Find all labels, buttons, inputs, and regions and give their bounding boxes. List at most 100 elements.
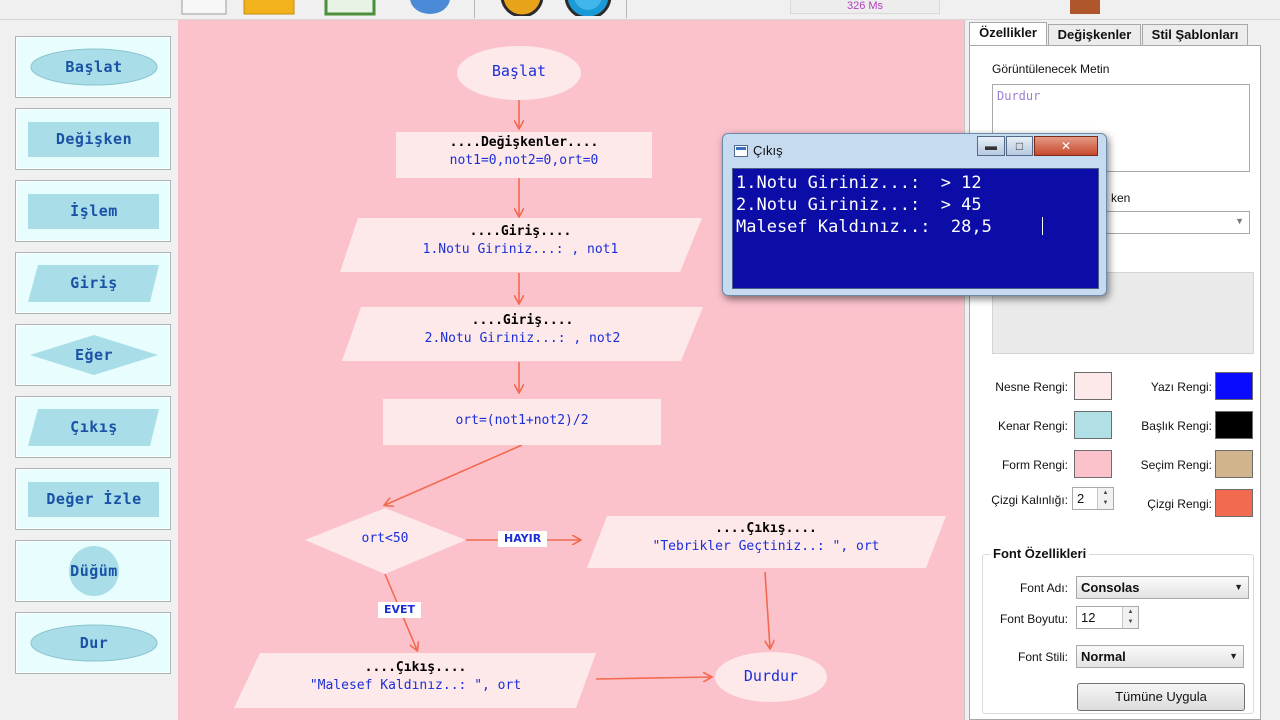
chevron-down-icon: ▼ [1235, 216, 1244, 226]
output-console-window[interactable]: Çıkış ▬ □ ✕ 1.Notu Giriniz...: > 12 2.No… [722, 133, 1107, 296]
tab-variables[interactable]: Değişkenler [1048, 24, 1141, 45]
window-icon [734, 145, 748, 157]
selection-color-swatch[interactable] [1215, 450, 1253, 478]
font-properties-group [982, 554, 1254, 714]
no-branch-label: HAYIR [498, 531, 548, 547]
console-line: Malesef Kaldınız..: 28,5 [736, 217, 992, 237]
output-pass-node-shape [587, 516, 946, 568]
border-color-swatch[interactable] [1074, 411, 1112, 439]
flowchart-canvas[interactable]: Başlat ....Değişkenler.... not1=0,not2=0… [178, 20, 964, 720]
variables-node-text: not1=0,not2=0,ort=0 [449, 153, 599, 168]
decision-node-shape [305, 508, 466, 574]
palette-end-button[interactable]: Dur [15, 612, 171, 674]
yes-branch-label: EVET [378, 602, 422, 618]
console-line: 1.Notu Giriniz...: > 12 [736, 173, 982, 193]
process-node-text: ort=(not1+not2)/2 [455, 413, 589, 428]
title-color-swatch[interactable] [1215, 411, 1253, 439]
close-button[interactable]: ✕ [1034, 136, 1098, 156]
arrow-process-to-decision [385, 444, 523, 505]
start-node-text: Başlat [491, 62, 547, 80]
font-style-label: Font Stili: [1017, 650, 1068, 664]
new-file-icon[interactable] [180, 0, 228, 21]
output-fail-node-shape [234, 653, 596, 708]
form-color-label: Form Rengi: [1001, 458, 1068, 472]
start-node-shape [457, 46, 581, 100]
info-icon[interactable] [556, 0, 620, 21]
palette-watch-button[interactable]: Değer İzle [15, 468, 171, 530]
palette-variable-button[interactable]: Değişken [15, 108, 171, 170]
help-icon[interactable] [405, 0, 455, 21]
palette-output-button[interactable]: Çıkış [15, 396, 171, 458]
line-width-stepper[interactable]: 2 ▲▼ [1072, 487, 1114, 510]
line-color-label: Çizgi Rengi: [1147, 497, 1212, 511]
start-node[interactable]: Başlat [457, 62, 581, 82]
flowchart-drawing [234, 46, 946, 708]
font-name-value: Consolas [1081, 580, 1140, 595]
palette-label: Değişken [55, 130, 133, 148]
display-text-input[interactable]: Durdur [992, 84, 1250, 172]
end-node-shape [715, 652, 827, 702]
tab-style-templates[interactable]: Stil Şablonları [1142, 24, 1248, 45]
input1-node-shape [340, 218, 702, 272]
console-output: 1.Notu Giriniz...: > 12 2.Notu Giriniz..… [732, 168, 1099, 289]
end-node[interactable]: Durdur [715, 667, 827, 687]
output-fail-node[interactable]: ....Çıkış.... "Malesef Kaldınız..: ", or… [245, 659, 586, 695]
form-color-swatch[interactable] [1074, 450, 1112, 478]
variable-label-fragment: ken [1111, 191, 1131, 205]
output-fail-node-text: "Malesef Kaldınız..: ", ort [309, 678, 522, 693]
toolbar: 326 Ms [0, 0, 1280, 20]
palette-label: İşlem [70, 202, 118, 220]
palette-decision-button[interactable]: Eğer [15, 324, 171, 386]
palette-start-button[interactable]: Başlat [15, 36, 171, 98]
text-color-swatch[interactable] [1215, 372, 1253, 400]
font-style-value: Normal [1081, 649, 1126, 664]
maximize-button[interactable]: □ [1006, 136, 1033, 156]
font-name-select[interactable]: Consolas ▼ [1076, 576, 1249, 599]
speed-display: 326 Ms [790, 0, 940, 14]
minimize-button[interactable]: ▬ [977, 136, 1005, 156]
font-size-stepper[interactable]: 12 ▲▼ [1076, 606, 1139, 629]
output-pass-node[interactable]: ....Çıkış.... "Tebrikler Geçtiniz..: ", … [596, 520, 936, 556]
process-node[interactable]: ort=(not1+not2)/2 [383, 412, 661, 430]
output-pass-node-text: "Tebrikler Geçtiniz..: ", ort [652, 539, 880, 554]
stepper-arrows-icon[interactable]: ▲▼ [1097, 488, 1113, 509]
font-size-value: 12 [1081, 610, 1096, 625]
decision-node[interactable]: ort<50 [325, 530, 445, 548]
line-width-label: Çizgi Kalınlığı: [991, 493, 1068, 507]
font-style-select[interactable]: Normal ▼ [1076, 645, 1244, 668]
text-cursor [1042, 217, 1043, 235]
palette-label: Düğüm [70, 562, 118, 580]
properties-panel: Özellikler Değişkenler Stil Şablonları G… [964, 20, 1280, 720]
save-icon[interactable] [322, 0, 378, 21]
book-icon[interactable] [1060, 0, 1110, 21]
toolbar-separator [626, 0, 627, 18]
palette-label: Dur [79, 634, 109, 652]
stop-icon[interactable] [495, 0, 549, 21]
flow-shapes [234, 46, 946, 708]
input1-node-title: ....Giriş.... [469, 224, 572, 239]
palette-process-button[interactable]: İşlem [15, 180, 171, 242]
rectangle-shape-icon [28, 122, 159, 157]
output-pass-node-title: ....Çıkış.... [715, 521, 817, 536]
apply-all-button[interactable]: Tümüne Uygula [1077, 683, 1245, 711]
palette-node-button[interactable]: Düğüm [15, 540, 171, 602]
stepper-arrows-icon[interactable]: ▲▼ [1122, 607, 1138, 628]
variables-node[interactable]: ....Değişkenler.... not1=0,not2=0,ort=0 [396, 134, 652, 170]
palette-label: Eğer [74, 346, 114, 364]
chevron-down-icon: ▼ [1234, 582, 1243, 592]
circle-shape-icon [69, 546, 119, 596]
process-node-shape [383, 399, 661, 445]
input2-node-title: ....Giriş.... [471, 313, 574, 328]
line-color-swatch[interactable] [1215, 489, 1253, 517]
input2-node[interactable]: ....Giriş.... 2.Notu Giriniz...: , not2 [350, 312, 695, 348]
rectangle-shape-icon [28, 482, 159, 517]
variables-node-title: ....Değişkenler.... [449, 135, 599, 150]
palette-input-button[interactable]: Giriş [15, 252, 171, 314]
input1-node[interactable]: ....Giriş.... 1.Notu Giriniz...: , not1 [348, 223, 693, 259]
output-fail-node-title: ....Çıkış.... [364, 660, 467, 675]
open-folder-icon[interactable] [242, 0, 298, 21]
tab-properties[interactable]: Özellikler [969, 22, 1047, 46]
object-color-swatch[interactable] [1074, 372, 1112, 400]
console-title: Çıkış [753, 143, 783, 158]
border-color-label: Kenar Rengi: [997, 419, 1068, 433]
